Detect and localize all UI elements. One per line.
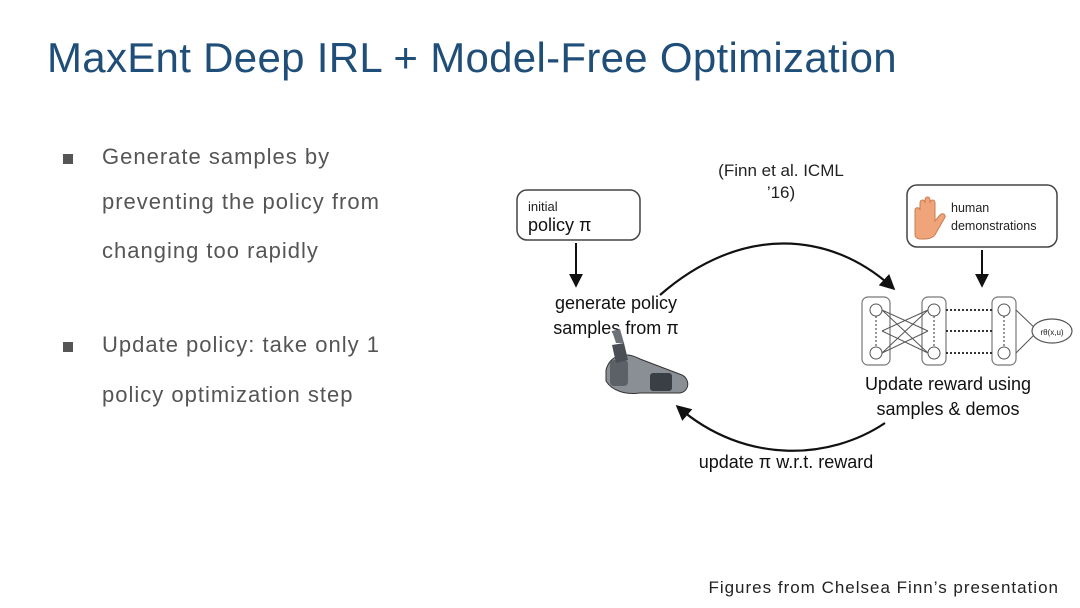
generate-label: samples from π [553, 318, 678, 338]
hand-icon [914, 196, 946, 240]
human-label: human [951, 201, 989, 215]
update-reward-label: Update reward using [865, 374, 1031, 394]
bullet-text: preventing the policy from [102, 189, 380, 214]
initial-policy-box: initial policy π [516, 189, 641, 241]
bullet-marker [63, 342, 73, 352]
initial-policy-label: policy π [528, 215, 591, 235]
irl-loop-diagram: initial policy π generate policy samples… [500, 155, 1080, 515]
robot-arm-icon [605, 329, 689, 394]
bullet-marker [63, 154, 73, 164]
bullet-text: Generate samples by [102, 144, 331, 169]
citation-line: ’16) [766, 183, 796, 202]
human-demonstrations-box: human demonstrations [906, 184, 1058, 248]
initial-policy-small-label: initial [528, 199, 558, 214]
human-label: demonstrations [951, 219, 1036, 233]
figure-credit: Figures from Chelsea Finn’s presentation [708, 578, 1059, 597]
bullet-text: changing too rapidly [102, 238, 319, 263]
bullet-text: policy optimization step [102, 382, 354, 407]
bottom-curved-arrow [675, 404, 886, 452]
citation: (Finn et al. ICML ’16) [706, 160, 856, 204]
citation-line: (Finn et al. ICML [718, 161, 844, 180]
slide-title: MaxEnt Deep IRL + Model-Free Optimizatio… [47, 34, 897, 81]
reward-output-label: rθ(x,u) [1040, 328, 1063, 337]
reward-network: rθ(x,u) [861, 296, 1073, 366]
top-curved-arrow [659, 242, 896, 296]
bullet-text: Update policy: take only 1 [102, 332, 380, 357]
update-reward-label: samples & demos [876, 399, 1019, 419]
update-policy-label: update π w.r.t. reward [699, 452, 874, 472]
generate-label: generate policy [555, 293, 677, 313]
